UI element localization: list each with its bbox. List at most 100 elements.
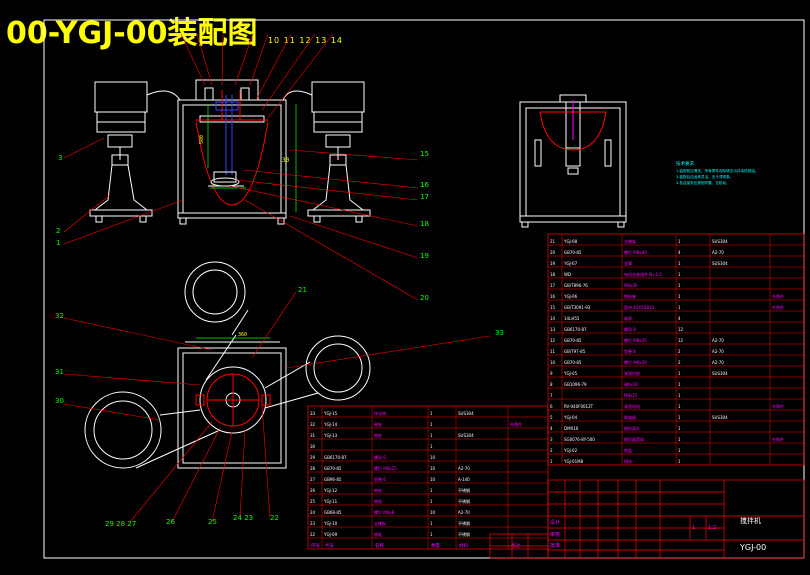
- bom-left-cell-no: 25: [310, 499, 316, 504]
- dim-label-2: 500: [199, 135, 205, 144]
- bom-left-cell-name: 带轮: [374, 432, 382, 438]
- bom-right-cell-no: 8: [550, 382, 553, 387]
- tech-note-2: 2.装配后应运转灵活，无卡滞现象。: [676, 174, 733, 179]
- bom-right-cell-no: 4: [550, 426, 553, 431]
- bom-right-cell-no: 3: [550, 437, 553, 442]
- bom-right-cell-no: 14: [550, 316, 556, 321]
- right-motor-top: [311, 81, 365, 113]
- bom-right-cell-qty: 1: [678, 239, 681, 244]
- bom-right-cell-name: 搅拌轴: [624, 293, 636, 299]
- bom-right-cell-mat: SUS304: [712, 261, 728, 266]
- bom-right-cell-qty: 1: [678, 459, 681, 464]
- tech-note-1: 1.装配前应清洗、所有零件应除锈去污并涂防锈油。: [676, 168, 759, 173]
- bom-right-cell-code: SG0076-8Y-500: [564, 437, 595, 442]
- sheet-value: 1: [692, 525, 695, 531]
- bowl-outline: [195, 121, 269, 206]
- bom-right-cell-name: 减速电机: [624, 403, 640, 409]
- bom-right-cell-no: 15: [550, 305, 556, 310]
- bom-left-cell-code: YGJ-12: [323, 488, 338, 493]
- bom-left-cell-qty: 10: [430, 510, 436, 515]
- bom-right-cell-no: 16: [550, 294, 556, 299]
- front-view-blue-shaft: [215, 95, 239, 175]
- bom-right-cell-name: M6x30: [624, 283, 638, 288]
- bom-right-cell-name: 支撑架: [624, 238, 636, 244]
- bom-left-header-no: 序号: [311, 542, 320, 549]
- bom-left-cell-name: 传动带: [374, 410, 386, 416]
- bom-right-cell-code: GB/T896-76: [564, 283, 588, 288]
- approve-label: 批准: [550, 542, 560, 549]
- bom-right-cell-qty: 4: [678, 250, 681, 255]
- title-block: [547, 479, 805, 559]
- bom-left-cell-note: 外购件: [510, 421, 522, 427]
- bom-right-cell-no: 2: [550, 448, 553, 453]
- bom-right-cell-qty: 12: [678, 327, 684, 332]
- top-view: [84, 261, 371, 469]
- bom-left-cell-mat: 不锈钢: [458, 520, 470, 526]
- bom-left-cell-name: 带轮: [374, 498, 382, 504]
- bom-right-cell-qty: 1: [678, 261, 681, 266]
- callout-2: 2: [56, 227, 60, 235]
- callout-33: 33: [495, 329, 504, 337]
- bom-right-cell-qty: 1: [678, 294, 681, 299]
- bom-right-cell-name: 减速机座: [624, 370, 640, 376]
- bom-right-cell-mat: A2-70: [712, 349, 724, 354]
- bom-right-cell-qty: 1: [678, 283, 681, 288]
- bom-left-cell-qty: 1: [430, 488, 433, 493]
- callout-21: 21: [298, 286, 307, 294]
- left-stand: [93, 164, 149, 211]
- bom-left-cell-code: YGJ-10: [323, 521, 338, 526]
- main-drum: [199, 366, 267, 434]
- bom-left-cell-code: YGJ-13: [323, 433, 338, 438]
- bom-left-cell-mat: 不锈钢: [458, 487, 470, 493]
- bom-left-cell-no: 23: [310, 521, 316, 526]
- bom-right-cell-name: M8x25: [624, 393, 638, 398]
- bom-right-cell-code: YGJ-07: [563, 261, 578, 266]
- callout-16: 16: [420, 181, 429, 189]
- bom-right-cell-qty: 1: [678, 415, 681, 420]
- bom-right-cell-name: 垫圈 8: [624, 348, 636, 354]
- bom-left-cell-qty: 1: [430, 422, 433, 427]
- bom-right-cell-note: 外购件: [772, 403, 784, 409]
- bom-left-cell-code: GB6170-87: [324, 455, 347, 460]
- bom-right-cell-code: YGJ-06: [563, 294, 578, 299]
- bom-right-cell-no: 7: [550, 393, 553, 398]
- bom-right-cell-no: 10: [550, 360, 556, 365]
- pulley-right: [305, 335, 371, 401]
- base-plate: [177, 347, 287, 469]
- bom-right-cell-code: GB70-85: [564, 250, 582, 255]
- bom-right-cell-code: GB/T97-85: [564, 349, 586, 354]
- bom-left-cell-code: YGJ-11: [323, 499, 338, 504]
- tech-notes-heading: 技术要求: [676, 160, 694, 167]
- bom-right-cell-note: 外购件: [772, 293, 784, 299]
- bom-right-cell-code: GB70-85: [564, 338, 582, 343]
- bom-left-cell-no: 29: [310, 455, 316, 460]
- drawing-title-text: 00-YGJ-00装配图: [6, 16, 258, 51]
- top-view-red-details: [195, 373, 271, 427]
- bom-left-cell-name: 支撑板: [374, 520, 386, 526]
- bom-right-cell-name: 螺钉 M8x40: [624, 249, 647, 255]
- bom-right-cell-code: YGJ-05: [563, 371, 578, 376]
- bom-right-cell-mat: A2-70: [712, 250, 724, 255]
- bom-left-cell-mat: SUS304: [458, 433, 474, 438]
- bom-left-header-mat: 材料: [459, 542, 468, 549]
- bom-right-cell-no: 1: [550, 459, 553, 464]
- bom-right-cell-qty: 1: [678, 404, 681, 409]
- top-housing: [195, 79, 259, 101]
- bom-left-cell-no: 27: [310, 477, 316, 482]
- bom-left-cell-code: GB70-85: [324, 466, 342, 471]
- bom-right-cell-name: 支脚: [624, 260, 632, 266]
- bom-right-cell-code: GB1096-79: [564, 382, 587, 387]
- bom-left-cell-code: YGJ-14: [323, 422, 338, 427]
- callout-30: 30: [55, 397, 64, 405]
- bom-left-cell-mat: SUS304: [458, 411, 474, 416]
- bom-left-cell-code: GB96-85: [324, 477, 342, 482]
- title-block-text: 搅拌机 YGJ-00 1:2 1 设计 审核 批准: [550, 516, 766, 552]
- bom-left-cell-qty: 1: [430, 521, 433, 526]
- bom-right-cell-qty: 12: [678, 338, 684, 343]
- bom-right-cell-code: YGJ-04: [563, 415, 578, 420]
- dim-label-3: 360: [238, 332, 247, 338]
- left-motor-top: [94, 81, 148, 113]
- belt-upper-left: [205, 334, 237, 381]
